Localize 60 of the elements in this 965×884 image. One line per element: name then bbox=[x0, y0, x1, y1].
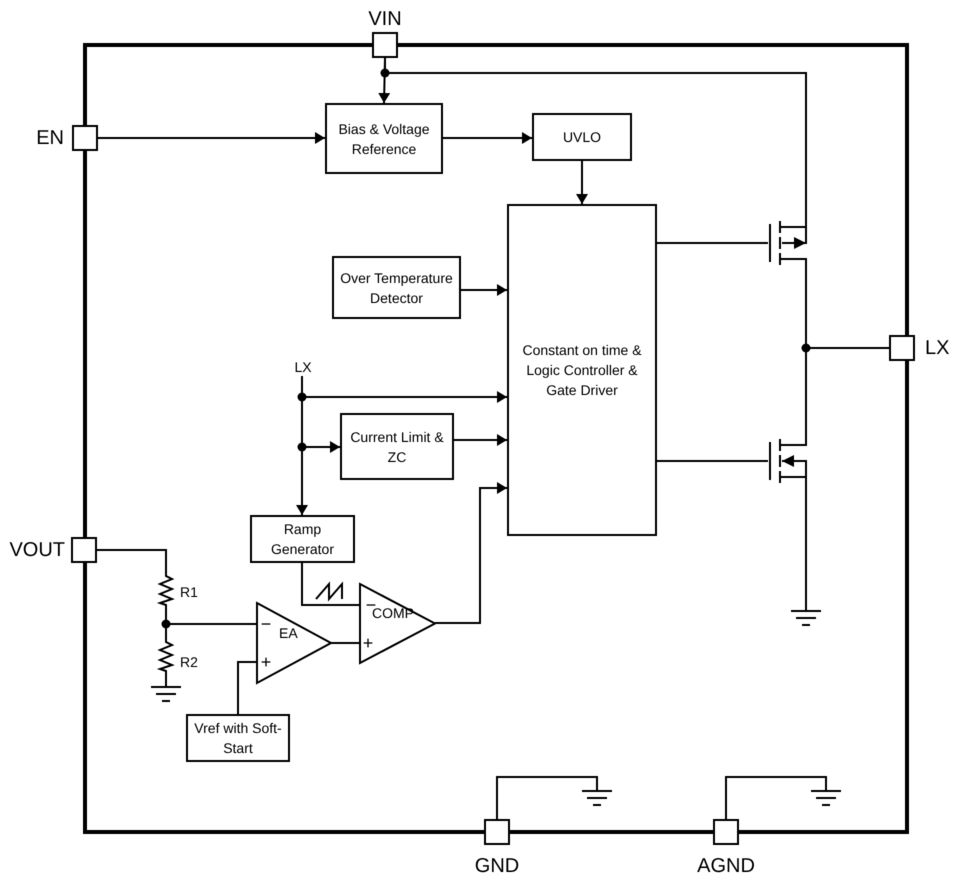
ground-symbol bbox=[151, 686, 181, 704]
block-label: UVLO bbox=[562, 128, 602, 147]
wire bbox=[805, 484, 807, 610]
pin-box bbox=[889, 335, 915, 361]
block-box bbox=[507, 204, 657, 536]
arrow bbox=[98, 132, 325, 144]
arrow bbox=[461, 284, 507, 296]
pin-box bbox=[484, 819, 510, 845]
pin-label: LX bbox=[925, 337, 950, 360]
amplifier-label: EA bbox=[279, 625, 298, 641]
pin-box bbox=[713, 819, 739, 845]
input-polarity-sign: + bbox=[362, 634, 374, 652]
resistor-symbol bbox=[158, 572, 174, 608]
mosfet-symbol bbox=[768, 438, 810, 484]
block-label: Constant on time & Logic Controller & Gate Driver bbox=[521, 341, 643, 400]
wire bbox=[725, 776, 827, 819]
ground-symbol bbox=[811, 790, 841, 808]
pin-label: GND bbox=[474, 855, 520, 878]
block-box bbox=[340, 413, 454, 480]
pin-label: EN bbox=[36, 127, 64, 150]
ground-symbol bbox=[791, 610, 821, 628]
arrow bbox=[443, 132, 532, 144]
ground-symbol bbox=[582, 790, 612, 808]
arrow bbox=[435, 482, 507, 624]
block-box bbox=[250, 515, 355, 563]
wire bbox=[657, 242, 768, 244]
pin-label: AGND bbox=[697, 855, 755, 878]
mosfet-symbol bbox=[768, 220, 810, 266]
wire bbox=[657, 460, 768, 462]
input-polarity-sign: − bbox=[260, 615, 272, 633]
wire bbox=[237, 661, 257, 714]
wire bbox=[301, 563, 360, 606]
op-amp-symbol bbox=[257, 603, 331, 683]
wire bbox=[165, 674, 167, 686]
pin-label: VOUT bbox=[9, 539, 65, 562]
wire bbox=[496, 776, 598, 819]
resistor-label: R2 bbox=[180, 654, 198, 670]
block-box bbox=[325, 103, 443, 174]
block-box bbox=[186, 714, 290, 762]
arrow bbox=[454, 434, 507, 446]
pin-box bbox=[71, 537, 97, 563]
op-amp-symbol bbox=[360, 584, 435, 663]
pin-box bbox=[72, 125, 98, 151]
resistor-label: R1 bbox=[180, 584, 198, 600]
wire bbox=[97, 549, 167, 572]
block-label: Vref with Soft-Start bbox=[193, 719, 283, 758]
block-label: Bias & Voltage Reference bbox=[337, 120, 431, 158]
pin-label: VIN bbox=[368, 8, 402, 31]
signal-label: LX bbox=[290, 359, 316, 376]
input-polarity-sign: + bbox=[260, 653, 272, 671]
block-label: Ramp Generator bbox=[270, 520, 336, 559]
wire bbox=[384, 58, 807, 220]
block-label: Current Limit & ZC bbox=[349, 428, 445, 466]
block-box bbox=[532, 113, 632, 161]
resistor-symbol bbox=[158, 638, 174, 674]
block-box bbox=[332, 256, 461, 319]
block-label: Over Temperature Detector bbox=[339, 268, 454, 308]
pin-box bbox=[372, 32, 398, 58]
wire bbox=[331, 642, 360, 644]
arrow bbox=[576, 161, 588, 204]
